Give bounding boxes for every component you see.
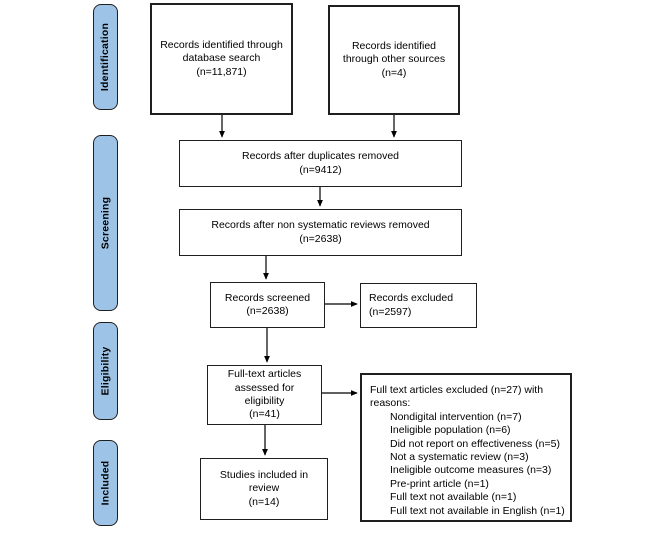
- box-count: (n=9412): [299, 163, 342, 176]
- box-text: Studies included in review: [219, 468, 309, 495]
- box-text: Records identified through other sources: [342, 39, 446, 66]
- stage-label-screening: Screening: [93, 135, 118, 311]
- box-fulltext-assessed: Full-text articles assessed for eligibil…: [207, 365, 322, 425]
- box-records-screened: Records screened (n=2638): [210, 282, 325, 328]
- box-count: (n=4): [381, 66, 407, 79]
- box-text: Full-text articles assessed for eligibil…: [227, 368, 302, 407]
- box-count: (n=11,871): [196, 65, 247, 78]
- exclusion-reasons-list: Nondigital intervention (n=7)Ineligible …: [370, 411, 565, 518]
- exclusion-reasons-header: Full text articles excluded (n=27) with …: [370, 384, 544, 410]
- exclusion-reason-item: Pre-print article (n=1): [390, 477, 489, 490]
- box-text: Records after non systematic reviews rem…: [211, 219, 430, 232]
- box-count: (n=2638): [299, 232, 342, 245]
- box-text: Records screened: [224, 291, 311, 304]
- box-count: (n=41): [249, 408, 280, 421]
- stage-label-text: Eligibility: [99, 346, 112, 396]
- exclusion-reason-item: Did not report on effectiveness (n=5): [390, 437, 560, 450]
- box-text: Records after duplicates removed: [242, 150, 399, 163]
- stage-label-included: Included: [93, 440, 118, 526]
- box-text: Records excluded: [369, 292, 454, 305]
- box-count: (n=2638): [246, 305, 289, 317]
- stage-label-identification: Identification: [93, 4, 118, 110]
- box-text: Records identified through database sear…: [160, 38, 283, 65]
- stage-label-eligibility: Eligibility: [93, 322, 118, 420]
- exclusion-reason-item: Ineligible population (n=6): [390, 424, 511, 437]
- box-fulltext-exclusion-reasons: Full text articles excluded (n=27) with …: [360, 373, 572, 522]
- box-records-excluded: Records excluded (n=2597): [360, 283, 477, 328]
- exclusion-reason-item: Full text not available in English (n=1): [390, 504, 565, 517]
- exclusion-reason-item: Full text not available (n=1): [390, 491, 517, 504]
- box-records-after-nonsystematic-removed: Records after non systematic reviews rem…: [179, 209, 462, 256]
- stage-label-text: Identification: [99, 22, 112, 92]
- exclusion-reason-item: Not a systematic review (n=3): [390, 451, 529, 464]
- stage-label-text: Included: [99, 460, 112, 506]
- exclusion-reason-item: Nondigital intervention (n=7): [390, 410, 522, 423]
- box-count: (n=14): [248, 495, 280, 508]
- exclusion-reason-item: Ineligible outcome measures (n=3): [390, 464, 552, 477]
- box-studies-included-in-review: Studies included in review (n=14): [200, 458, 328, 520]
- box-records-identified-database: Records identified through database sear…: [150, 3, 293, 115]
- box-records-identified-other-sources: Records identified through other sources…: [328, 5, 460, 115]
- stage-label-text: Screening: [99, 196, 112, 250]
- box-records-after-duplicates-removed: Records after duplicates removed (n=9412…: [179, 140, 462, 187]
- box-count: (n=2597): [369, 305, 412, 318]
